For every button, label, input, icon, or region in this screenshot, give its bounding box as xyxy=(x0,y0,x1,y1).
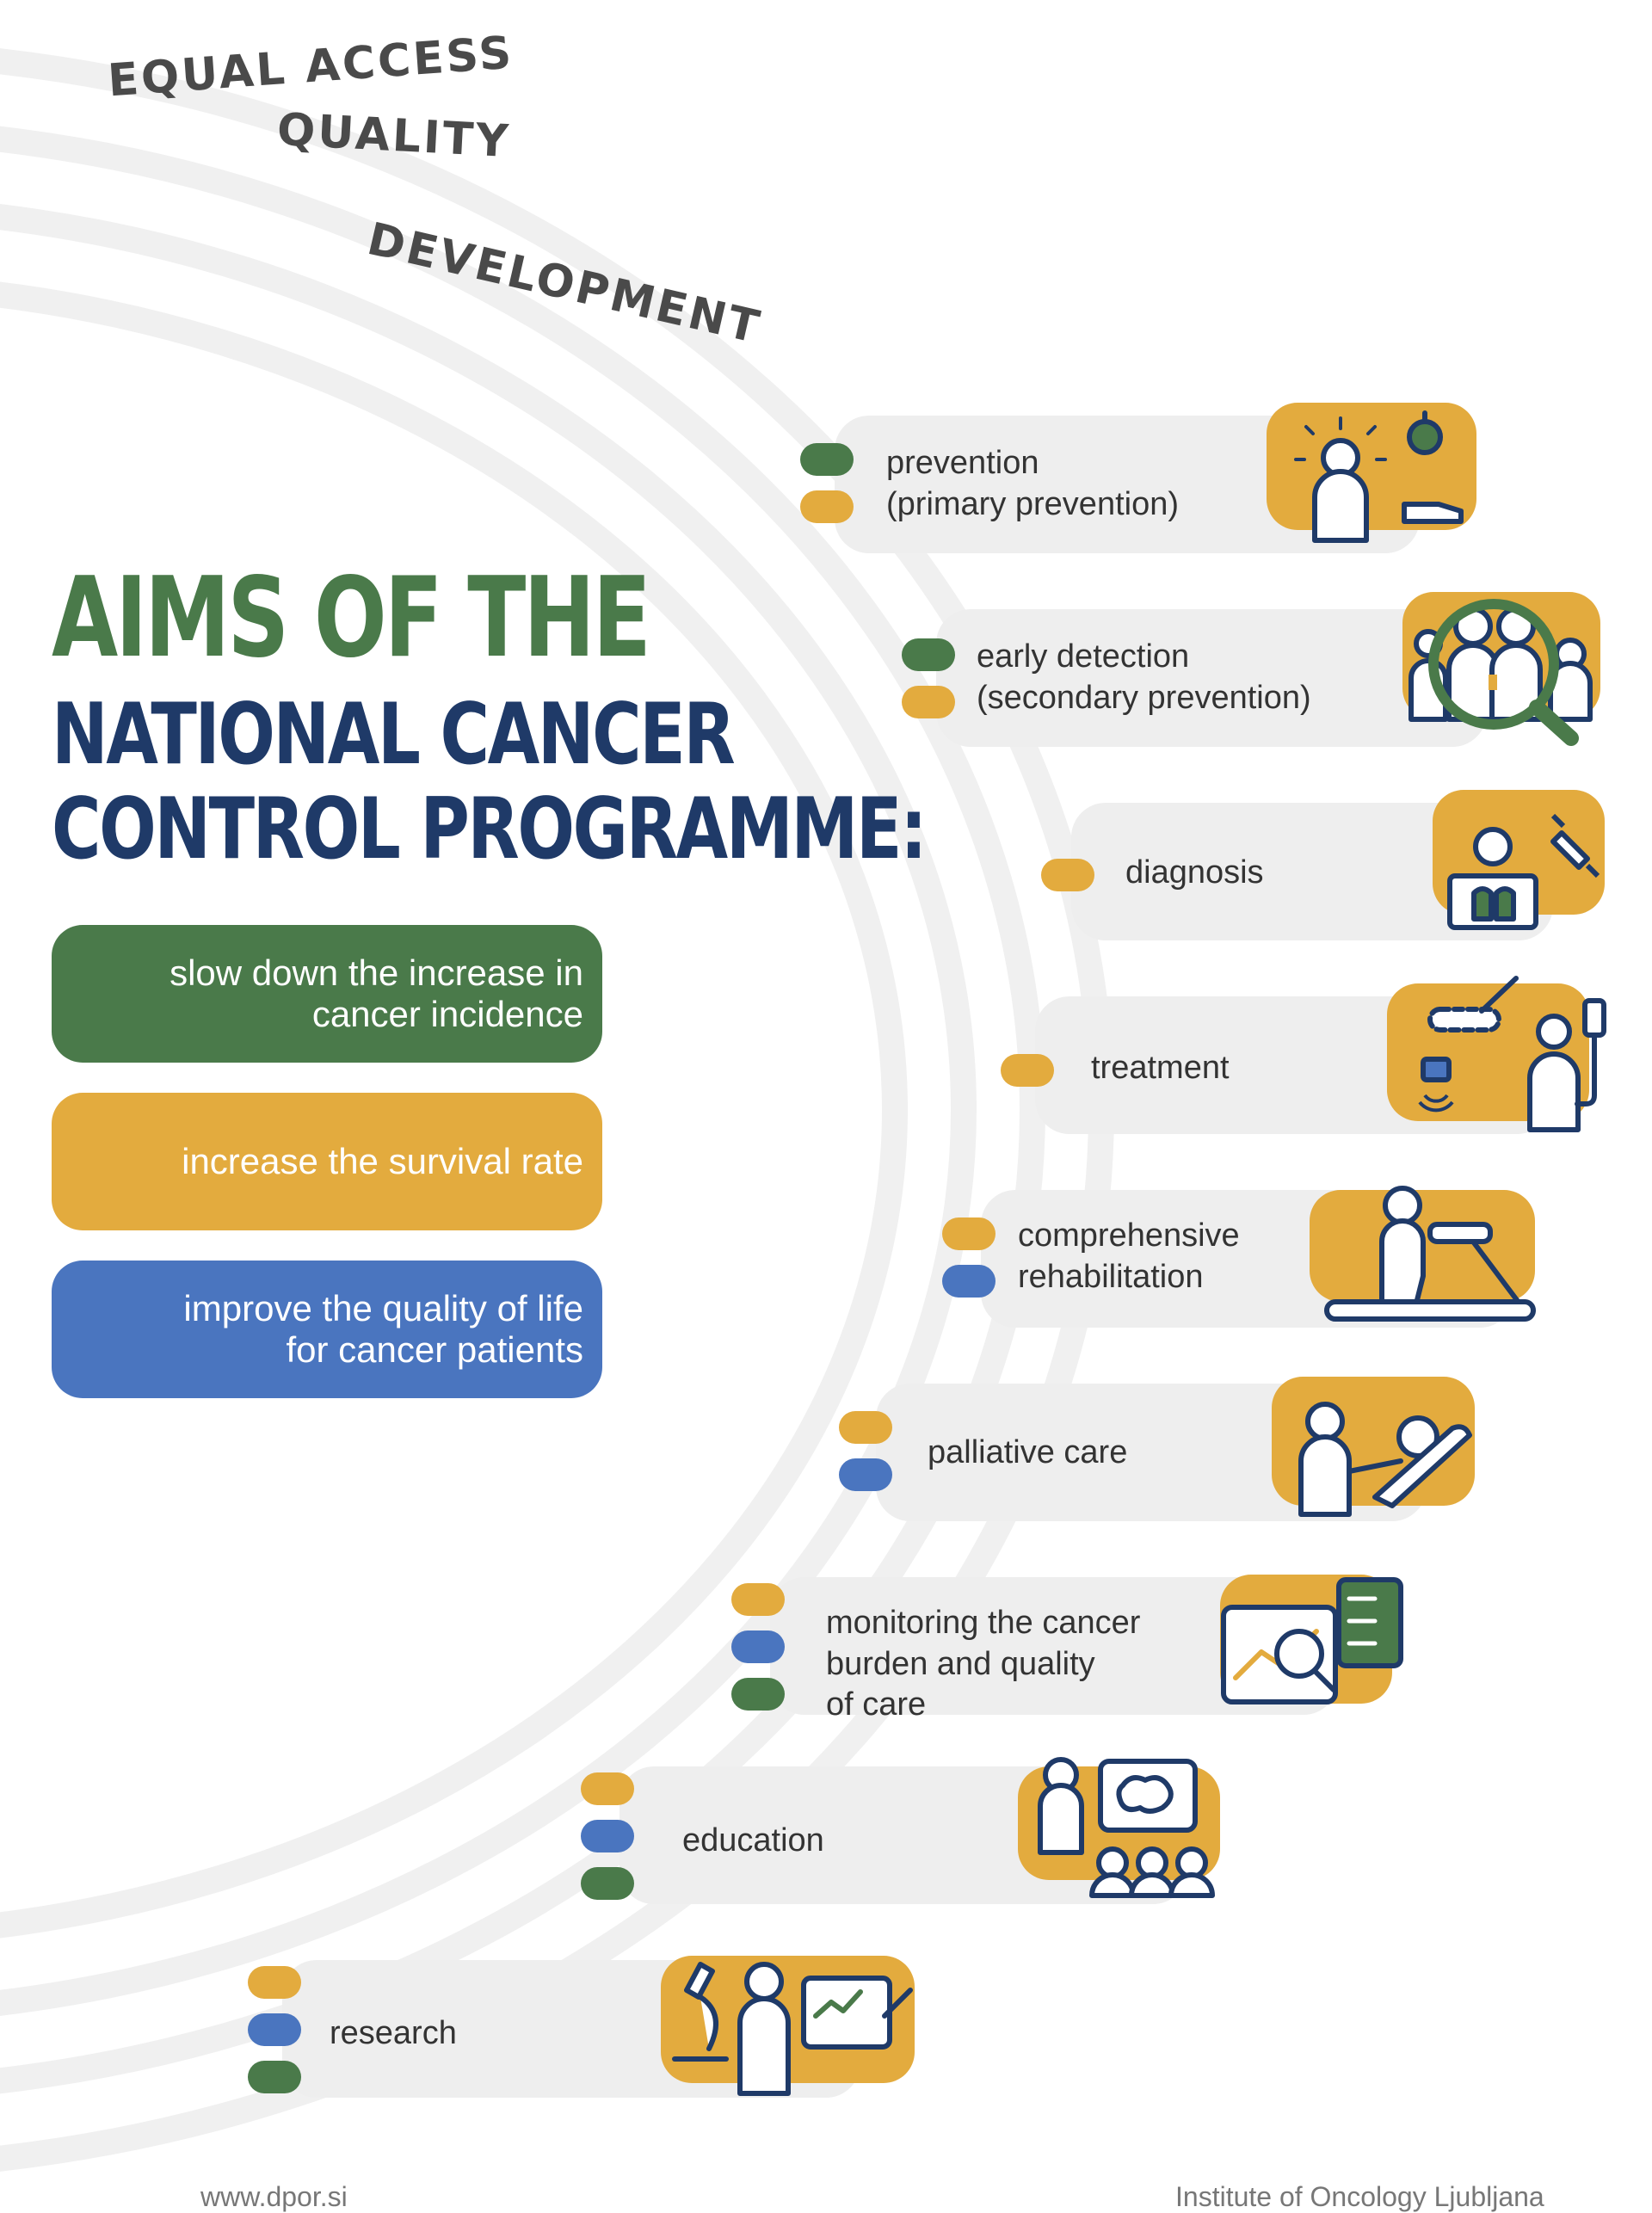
teacher-audience-icon xyxy=(1018,1757,1220,1898)
chart-checklist-icon xyxy=(1220,1575,1403,1704)
aim-slow-incidence: slow down the increase in cancer inciden… xyxy=(52,925,602,1063)
step-prevention-label: prevention (primary prevention) xyxy=(886,443,1179,525)
pill-yellow xyxy=(902,686,955,718)
pill-blue xyxy=(942,1265,996,1298)
caregiver-bed-icon xyxy=(1272,1377,1475,1517)
pill-yellow xyxy=(800,490,854,523)
footer-website: www.dpor.si xyxy=(200,2181,348,2212)
person-apple-shoe-icon xyxy=(1267,403,1476,543)
label-line: early detection xyxy=(977,638,1190,675)
step-treatment-label: treatment xyxy=(1091,1048,1230,1089)
aim-line: for cancer patients xyxy=(286,1329,583,1370)
label-line: research xyxy=(330,2015,457,2051)
aim-line: improve the quality of life xyxy=(183,1287,583,1328)
pill-yellow xyxy=(839,1411,892,1444)
aim-line: slow down the increase in xyxy=(170,952,583,993)
pill-yellow xyxy=(1001,1054,1054,1087)
pill-blue xyxy=(581,1820,634,1852)
pill-blue xyxy=(839,1458,892,1491)
pill-blue xyxy=(248,2013,301,2046)
aim-quality-of-life: improve the quality of life for cancer p… xyxy=(52,1261,602,1398)
label-line: diagnosis xyxy=(1125,854,1264,891)
title-control-programme: CONTROL PROGRAMME: xyxy=(52,780,928,878)
pill-yellow xyxy=(731,1583,785,1616)
microscope-researcher-icon xyxy=(661,1956,915,2096)
label-line: of care xyxy=(826,1686,927,1723)
aim-line: increase the survival rate xyxy=(182,1140,583,1181)
step-education-label: education xyxy=(682,1821,824,1862)
pill-yellow xyxy=(248,1966,301,1999)
surgery-radiation-infusion-icon xyxy=(1387,976,1606,1132)
pill-green xyxy=(731,1678,785,1711)
title-aims-of-the: AIMS OF THE xyxy=(52,554,651,682)
label-line: treatment xyxy=(1091,1050,1230,1086)
pill-green xyxy=(800,443,854,476)
pill-green xyxy=(248,2061,301,2093)
label-line: prevention xyxy=(886,445,1039,481)
title-national-cancer: NATIONAL CANCER xyxy=(52,686,736,784)
step-research-label: research xyxy=(330,2013,457,2055)
step-early-detection-label: early detection (secondary prevention) xyxy=(977,637,1311,718)
step-palliative-care-label: palliative care xyxy=(928,1433,1127,1474)
magnifier-people-icon xyxy=(1402,592,1600,746)
label-line: burden and quality xyxy=(826,1645,1095,1682)
label-line: (primary prevention) xyxy=(886,485,1179,522)
aim-line: cancer incidence xyxy=(311,994,583,1034)
label-line: monitoring the cancer xyxy=(826,1605,1141,1641)
step-monitoring-label: monitoring the cancer burden and quality… xyxy=(826,1603,1140,1726)
label-line: education xyxy=(682,1822,824,1859)
pill-green xyxy=(581,1867,634,1900)
xray-syringe-icon xyxy=(1433,790,1605,930)
label-line: palliative care xyxy=(928,1434,1128,1470)
step-early-detection-bar xyxy=(936,609,1487,747)
label-line: comprehensive xyxy=(1018,1217,1240,1254)
pill-yellow xyxy=(581,1772,634,1805)
footer-institute: Institute of Oncology Ljubljana xyxy=(1175,2181,1544,2212)
treadmill-icon xyxy=(1310,1186,1536,1322)
step-rehabilitation-label: comprehensive rehabilitation xyxy=(1018,1216,1240,1298)
pill-yellow xyxy=(1041,859,1094,891)
aim-survival-rate: increase the survival rate xyxy=(52,1093,602,1230)
step-diagnosis-label: diagnosis xyxy=(1125,853,1264,894)
label-line: (secondary prevention) xyxy=(977,679,1311,716)
label-line: rehabilitation xyxy=(1018,1258,1204,1295)
pill-blue xyxy=(731,1630,785,1663)
pill-yellow xyxy=(942,1217,996,1250)
pill-green xyxy=(902,638,955,671)
